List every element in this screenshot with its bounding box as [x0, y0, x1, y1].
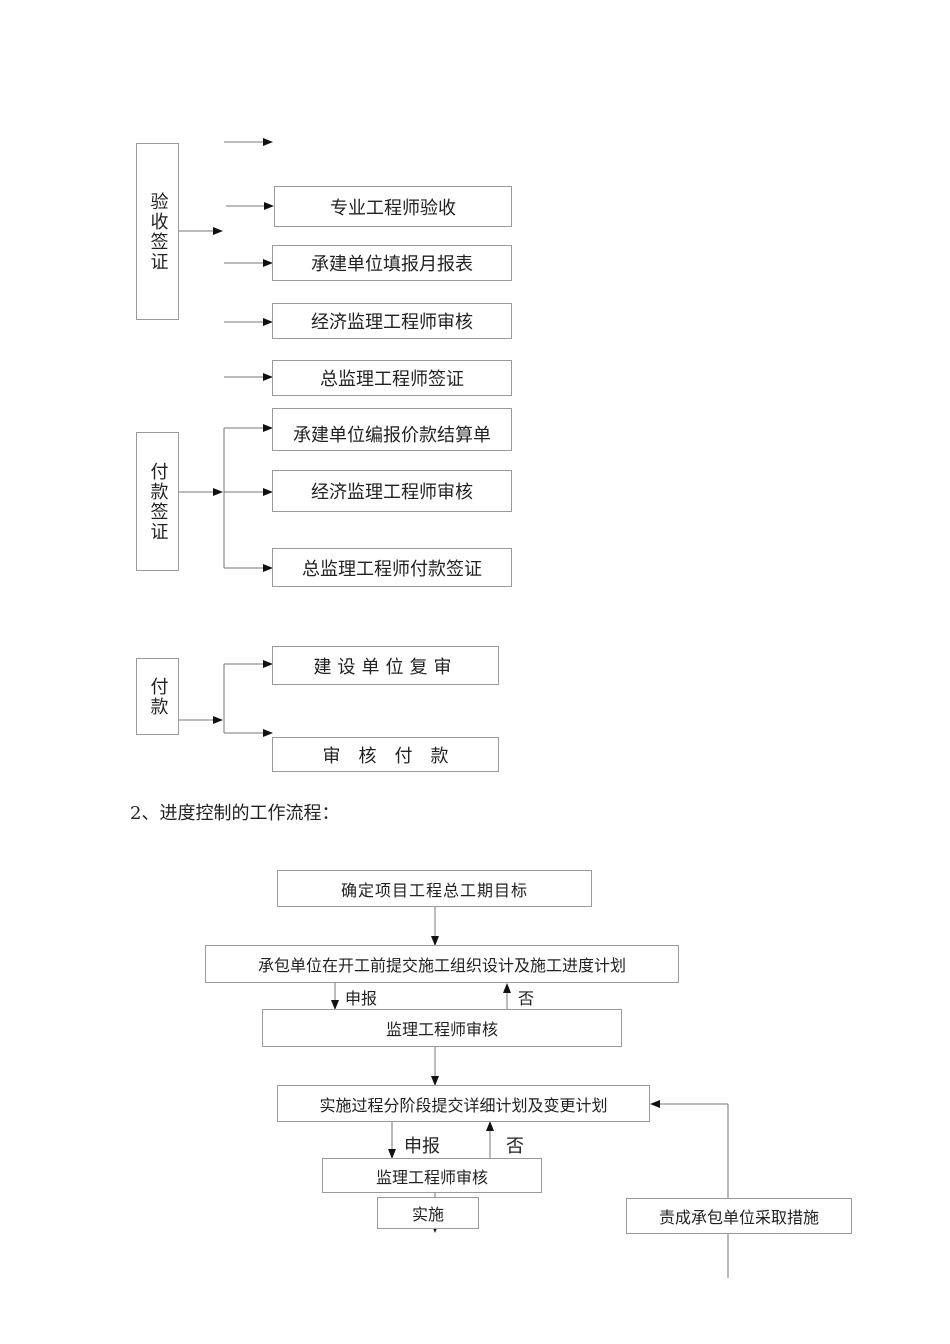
label-reject-1: 否	[518, 989, 535, 1008]
box-supervisor-review-1-text: 监理工程师审核	[385, 1020, 498, 1039]
label-reject-2: 否	[506, 1136, 524, 1157]
box-economic-review-2-text: 经济监理工程师审核	[311, 482, 473, 503]
box-settlement-statement-text: 承建单位编报价款结算单	[293, 425, 491, 446]
group-payment-label: 付款	[147, 676, 169, 717]
box-specialist-acceptance-text: 专业工程师验收	[330, 197, 456, 219]
box-chief-certification-text: 总监理工程师签证	[320, 369, 464, 390]
box-chief-payment-certification-text: 总监理工程师付款签证	[302, 558, 482, 580]
box-schedule-target-text: 确定项目工程总工期目标	[340, 880, 528, 900]
box-monthly-report: 承建单位填报月报表	[272, 245, 512, 281]
box-owner-recheck-text: 建设单位复审	[313, 656, 458, 678]
box-review-payment: 审 核 付 款	[272, 737, 499, 772]
label-report-1: 申报	[345, 989, 378, 1008]
box-schedule-target: 确定项目工程总工期目标	[277, 870, 592, 907]
group-acceptance-certification: 验收签证	[136, 143, 179, 320]
box-implementation: 实施	[377, 1197, 479, 1229]
box-corrective-measures-text: 责成承包单位采取措施	[658, 1208, 819, 1227]
box-economic-review-1: 经济监理工程师审核	[272, 303, 512, 339]
box-chief-certification: 总监理工程师签证	[272, 360, 512, 396]
group-payment-cert-label: 付款签证	[147, 461, 169, 542]
section-heading-schedule-control: 2、进度控制的工作流程：	[130, 803, 340, 824]
box-review-payment-text: 审 核 付 款	[322, 745, 449, 767]
box-supervisor-review-2-text: 监理工程师审核	[375, 1167, 488, 1187]
box-economic-review-2: 经济监理工程师审核	[272, 470, 512, 512]
label-report-2: 申报	[404, 1136, 440, 1157]
group-acceptance-label: 验收签证	[147, 191, 169, 272]
box-submit-construction-plan: 承包单位在开工前提交施工组织设计及施工进度计划	[205, 945, 679, 983]
box-detailed-plan-text: 实施过程分阶段提交详细计划及变更计划	[319, 1095, 608, 1115]
box-implementation-text: 实施	[411, 1205, 444, 1224]
group-payment: 付款	[136, 658, 179, 735]
box-settlement-statement: 承建单位编报价款结算单	[272, 408, 512, 451]
box-chief-payment-certification: 总监理工程师付款签证	[272, 548, 512, 587]
box-detailed-plan: 实施过程分阶段提交详细计划及变更计划	[277, 1085, 650, 1122]
box-supervisor-review-2: 监理工程师审核	[322, 1158, 542, 1193]
box-submit-construction-plan-text: 承包单位在开工前提交施工组织设计及施工进度计划	[257, 956, 626, 975]
box-supervisor-review-1: 监理工程师审核	[262, 1009, 622, 1047]
box-monthly-report-text: 承建单位填报月报表	[311, 254, 473, 275]
box-corrective-measures: 责成承包单位采取措施	[626, 1198, 852, 1234]
box-owner-recheck: 建设单位复审	[272, 646, 499, 685]
box-economic-review-1-text: 经济监理工程师审核	[311, 312, 473, 333]
group-payment-certification: 付款签证	[136, 432, 179, 571]
box-specialist-acceptance: 专业工程师验收	[274, 186, 512, 227]
